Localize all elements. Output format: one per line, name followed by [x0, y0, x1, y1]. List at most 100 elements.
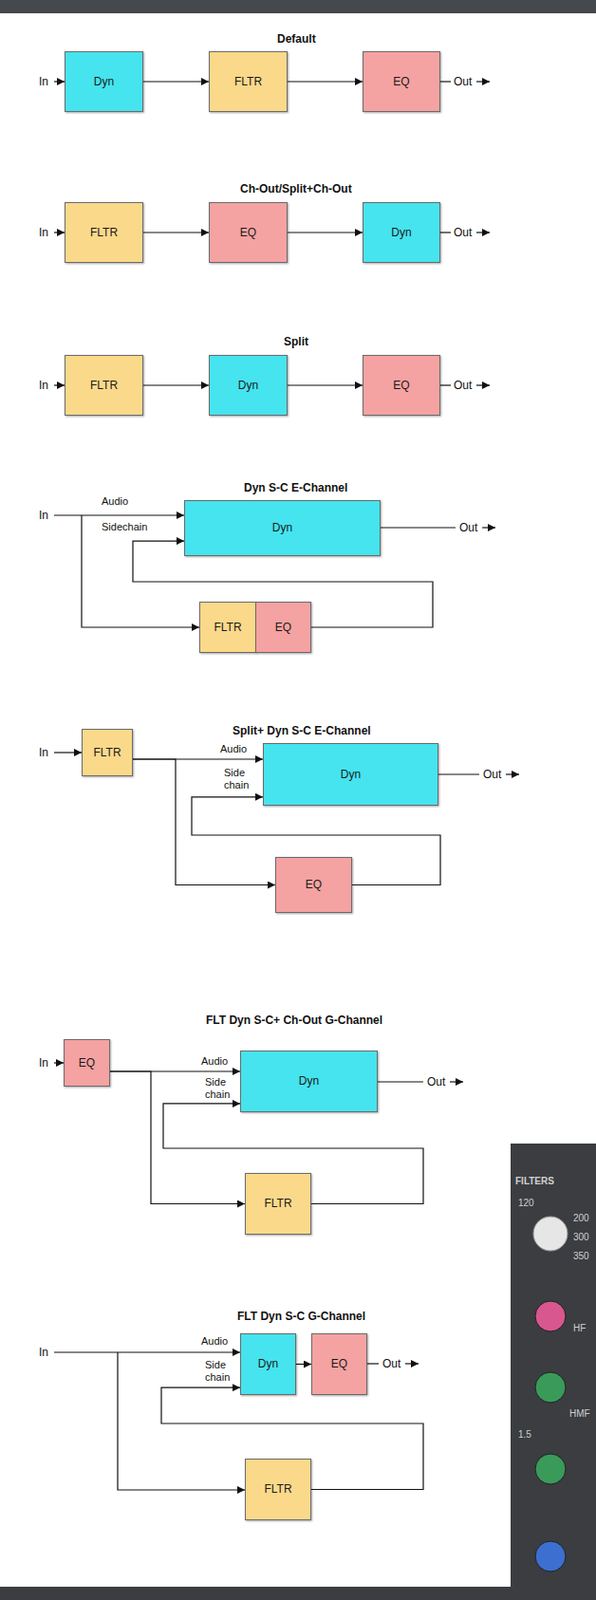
box-label: Dyn — [298, 1074, 319, 1088]
output-arrow — [476, 80, 490, 82]
box-label: Dyn — [93, 74, 114, 89]
signal-label: Audio — [220, 743, 247, 756]
port-label: Out — [453, 378, 472, 392]
filter-box: FLTR — [64, 354, 144, 416]
console-label: HF — [573, 1322, 586, 1335]
output-line — [367, 1362, 379, 1364]
signal-label: Side chain — [204, 1076, 240, 1101]
knob — [535, 1301, 566, 1332]
output-arrow — [482, 526, 496, 528]
console-strip — [0, 0, 596, 14]
signal-label: Audio — [101, 495, 129, 508]
eq-box: EQ — [275, 856, 353, 913]
knob — [533, 1216, 568, 1251]
section-title: Ch-Out/Split+Ch-Out — [240, 182, 353, 196]
input-line — [54, 80, 65, 82]
input-line — [54, 514, 185, 516]
box-label: EQ — [275, 620, 292, 634]
filter-box: FLTR — [64, 202, 144, 263]
box-label: EQ — [305, 877, 322, 892]
port-label: In — [38, 74, 49, 89]
port-label: In — [38, 225, 49, 240]
port-label: Out — [427, 1075, 446, 1089]
console-label: FILTERS — [515, 1175, 555, 1188]
box-label: EQ — [78, 1056, 95, 1070]
section-title: FLT Dyn S-C G-Channel — [237, 1309, 366, 1323]
output-arrow — [505, 773, 520, 775]
section-title: Dyn S-C E-Channel — [243, 481, 348, 495]
port-label: In — [38, 508, 49, 522]
port-label: Out — [453, 225, 472, 240]
console-panel — [510, 1143, 596, 1600]
input-branch — [117, 1352, 245, 1490]
console-label: 350 — [573, 1250, 590, 1263]
box-label: Dyn — [258, 1357, 279, 1371]
box-label: EQ — [392, 378, 410, 392]
output-arrow — [405, 1362, 419, 1364]
box-label: EQ — [331, 1357, 348, 1371]
signal-label: Audio — [201, 1335, 228, 1348]
box-label: FLTR — [90, 225, 118, 240]
output-line — [440, 384, 451, 386]
signal-connector — [296, 1363, 312, 1365]
signal-label: Side chain — [223, 766, 259, 792]
box-label: Dyn — [272, 521, 293, 535]
filter-box: FLTR — [81, 728, 133, 777]
section-title: FLT Dyn S-C+ Ch-Out G-Channel — [205, 1013, 383, 1027]
filter-box: FLTR — [244, 1173, 312, 1235]
input-line — [54, 231, 65, 233]
signal-connector — [287, 80, 363, 82]
console-strip — [0, 1586, 596, 1600]
box-label: EQ — [240, 225, 257, 240]
knob — [535, 1541, 566, 1572]
section-title: Default — [277, 32, 317, 46]
output-line — [380, 526, 456, 528]
box-label: Dyn — [238, 378, 259, 392]
signal-connector — [110, 1071, 245, 1205]
console-label: 1.5 — [518, 1429, 532, 1441]
eq-box: EQ — [362, 51, 441, 112]
box-label: FLTR — [263, 1482, 292, 1496]
signal-connector — [143, 80, 209, 82]
dynamics-box: Dyn — [240, 1333, 297, 1396]
dynamics-box: Dyn — [362, 202, 441, 263]
input-branch — [81, 515, 200, 628]
filter-box: FLTR — [244, 1458, 312, 1521]
filter-box: FLTR — [208, 51, 288, 112]
eq-box: EQ — [208, 202, 288, 263]
box-label: Dyn — [340, 767, 361, 782]
dynamics-box: Dyn — [64, 51, 144, 112]
console-label: 300 — [573, 1231, 590, 1244]
input-line — [54, 384, 65, 386]
box-label: FLTR — [234, 74, 262, 89]
dynamics-box: Dyn — [184, 500, 381, 557]
section-title: Split — [283, 335, 309, 349]
eq-box: EQ — [362, 354, 441, 416]
section-title: Split+ Dyn S-C E-Channel — [232, 724, 372, 738]
eq-box: EQ — [255, 601, 312, 653]
signal-label: Audio — [201, 1055, 228, 1068]
dynamics-box: Dyn — [208, 354, 288, 416]
input-line — [54, 751, 82, 753]
output-arrow — [449, 1080, 464, 1082]
knob — [535, 1453, 566, 1485]
port-label: Out — [459, 521, 478, 535]
signal-connector — [287, 231, 363, 233]
signal-connector — [143, 231, 209, 233]
output-line — [377, 1080, 424, 1082]
port-label: In — [38, 745, 49, 760]
port-label: Out — [483, 767, 502, 782]
box-label: FLTR — [263, 1196, 292, 1211]
eq-box: EQ — [63, 1039, 111, 1087]
input-line — [54, 1351, 241, 1353]
port-label: In — [38, 378, 49, 392]
filter-box: FLTR — [199, 601, 257, 653]
signal-connector — [143, 384, 209, 386]
box-label: EQ — [392, 74, 410, 89]
output-arrow — [476, 384, 490, 386]
signal-connector — [287, 384, 363, 386]
console-label: 200 — [573, 1212, 590, 1225]
dynamics-box: Dyn — [262, 743, 439, 806]
box-label: FLTR — [93, 745, 121, 760]
